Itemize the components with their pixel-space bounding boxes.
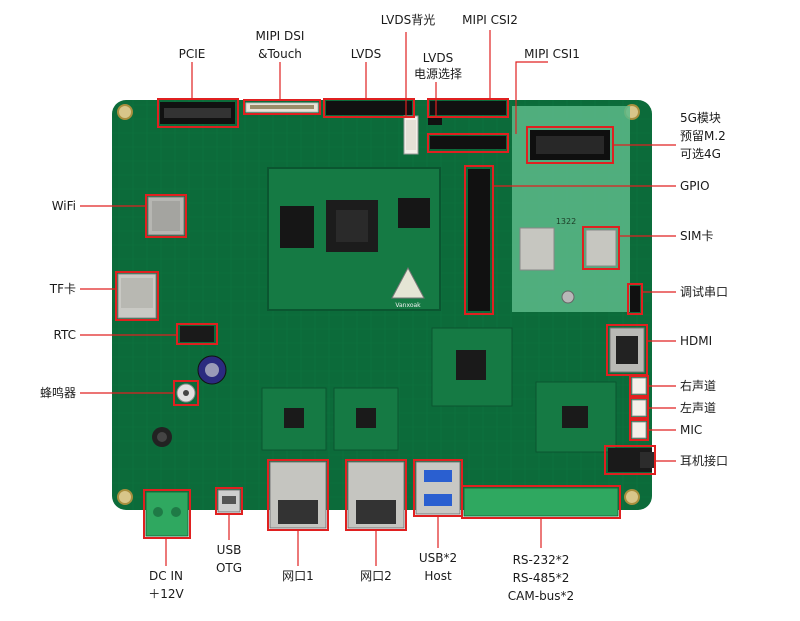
label-usb-host-line2: Host bbox=[424, 569, 452, 583]
label-debug-uart: 调试串口 bbox=[680, 284, 728, 299]
mounting-hole bbox=[117, 104, 133, 120]
label-eth2: 网口2 bbox=[360, 569, 392, 583]
headphone-jack bbox=[608, 448, 654, 472]
label-mipi-dsi-line1: MIPI DSI bbox=[256, 29, 305, 43]
label-5g-line1: 5G模块 bbox=[680, 111, 721, 125]
mic-connector bbox=[631, 421, 647, 439]
mipi-csi2-highlight bbox=[427, 98, 509, 118]
label-lvds-power-line2: 电源选择 bbox=[414, 67, 462, 81]
label-5g-line2: 预留M.2 bbox=[680, 129, 726, 143]
labels: PCIE MIPI DSI &Touch LVDS LVDS背光 LVDS 电源… bbox=[40, 13, 728, 603]
label-lvds-backlight: LVDS背光 bbox=[381, 13, 435, 27]
gpio-header bbox=[468, 169, 490, 311]
label-rtc: RTC bbox=[54, 328, 76, 342]
label-headphone: 耳机接口 bbox=[680, 453, 728, 468]
rtc-highlight bbox=[176, 323, 218, 345]
wifi-module bbox=[147, 196, 185, 236]
label-mic: MIC bbox=[680, 423, 702, 437]
m2-area: 1322 bbox=[512, 106, 630, 312]
tf-highlight bbox=[115, 271, 159, 321]
hdmi-highlight bbox=[606, 324, 648, 376]
usb-otg-port bbox=[217, 489, 241, 513]
pcie-slot bbox=[160, 102, 235, 124]
eth-phy-board-2 bbox=[333, 387, 399, 451]
mipi-csi1-highlight bbox=[427, 133, 509, 153]
sim-slot bbox=[585, 229, 617, 267]
pmic-board bbox=[431, 327, 513, 407]
electrolytic-capacitor bbox=[197, 355, 227, 385]
mipi-csi1-leader bbox=[515, 61, 548, 134]
label-right-channel: 右声道 bbox=[680, 378, 716, 393]
tf-card-slot bbox=[117, 273, 157, 319]
label-canbus: CAM-bus*2 bbox=[508, 589, 574, 603]
label-left-channel: 左声道 bbox=[680, 400, 716, 415]
lvds-backlight-header bbox=[428, 117, 442, 125]
lvds-power-select-jumper bbox=[403, 115, 419, 155]
dc-in-highlight bbox=[143, 489, 191, 539]
audio-right-connector bbox=[631, 377, 647, 395]
sim-highlight bbox=[582, 226, 620, 270]
label-5g-line3: 可选4G bbox=[680, 147, 721, 161]
rtc-chip bbox=[180, 326, 214, 342]
sim-slot-left bbox=[519, 227, 555, 271]
hdmi-port bbox=[609, 327, 645, 373]
label-wifi: WiFi bbox=[52, 199, 76, 213]
eth-port-1 bbox=[269, 461, 327, 529]
label-gpio: GPIO bbox=[680, 179, 710, 193]
label-hdmi: HDMI bbox=[680, 334, 712, 348]
debug-uart-highlight bbox=[627, 283, 643, 315]
som-logo-icon bbox=[391, 266, 425, 299]
audio-codec-board bbox=[535, 381, 617, 453]
lvds-header bbox=[326, 101, 412, 115]
serial-terminal-block bbox=[463, 487, 619, 517]
pcie-highlight bbox=[157, 98, 239, 128]
eth-phy-board-1 bbox=[261, 387, 327, 451]
label-mipi-dsi-line2: &Touch bbox=[258, 47, 302, 61]
lvds-highlight bbox=[323, 98, 415, 118]
gpio-highlight bbox=[464, 165, 494, 315]
mounting-hole bbox=[117, 489, 133, 505]
label-rs232: RS-232*2 bbox=[513, 553, 570, 567]
som-module: Vanxoak bbox=[267, 167, 441, 311]
label-eth1: 网口1 bbox=[282, 569, 314, 583]
label-lvds-power-line1: LVDS bbox=[423, 51, 453, 65]
eth-port-2 bbox=[347, 461, 405, 529]
mipi-csi2-header bbox=[430, 101, 506, 115]
emmc-chip bbox=[398, 198, 430, 228]
label-usb-otg-line2: OTG bbox=[216, 561, 242, 575]
mipi-dsi-highlight bbox=[243, 99, 321, 115]
mipi-dsi-connector bbox=[245, 102, 319, 113]
label-sim: SIM卡 bbox=[680, 229, 714, 243]
ram-chip bbox=[280, 206, 314, 248]
label-rs485: RS-485*2 bbox=[513, 571, 570, 585]
leader-lines bbox=[80, 30, 676, 566]
debug-uart-header bbox=[630, 286, 640, 312]
label-dc-in-line2: ＋12V bbox=[148, 587, 184, 601]
mounting-hole bbox=[624, 489, 640, 505]
som-logo-text: Vanxoak bbox=[395, 302, 421, 309]
label-mipi-csi2: MIPI CSI2 bbox=[462, 13, 518, 27]
m2-label: 1322 bbox=[556, 217, 576, 226]
buzzer bbox=[176, 383, 196, 403]
label-mipi-csi1: MIPI CSI1 bbox=[524, 47, 580, 61]
label-pcie: PCIE bbox=[179, 47, 206, 61]
mipi-csi1-header bbox=[430, 136, 506, 149]
audio-left-connector bbox=[631, 399, 647, 417]
label-lvds: LVDS bbox=[351, 47, 381, 61]
usb-host-port bbox=[415, 461, 461, 515]
label-buzzer: 蜂鸣器 bbox=[40, 385, 76, 400]
label-usb-otg-line1: USB bbox=[217, 543, 242, 557]
headphone-highlight bbox=[604, 445, 656, 475]
label-tf: TF卡 bbox=[49, 282, 76, 296]
wifi-highlight bbox=[145, 194, 187, 238]
dc-in-terminal bbox=[145, 491, 189, 537]
label-dc-in-line1: DC IN bbox=[149, 569, 183, 583]
label-usb-host-line1: USB*2 bbox=[419, 551, 457, 565]
inductor bbox=[152, 427, 172, 447]
